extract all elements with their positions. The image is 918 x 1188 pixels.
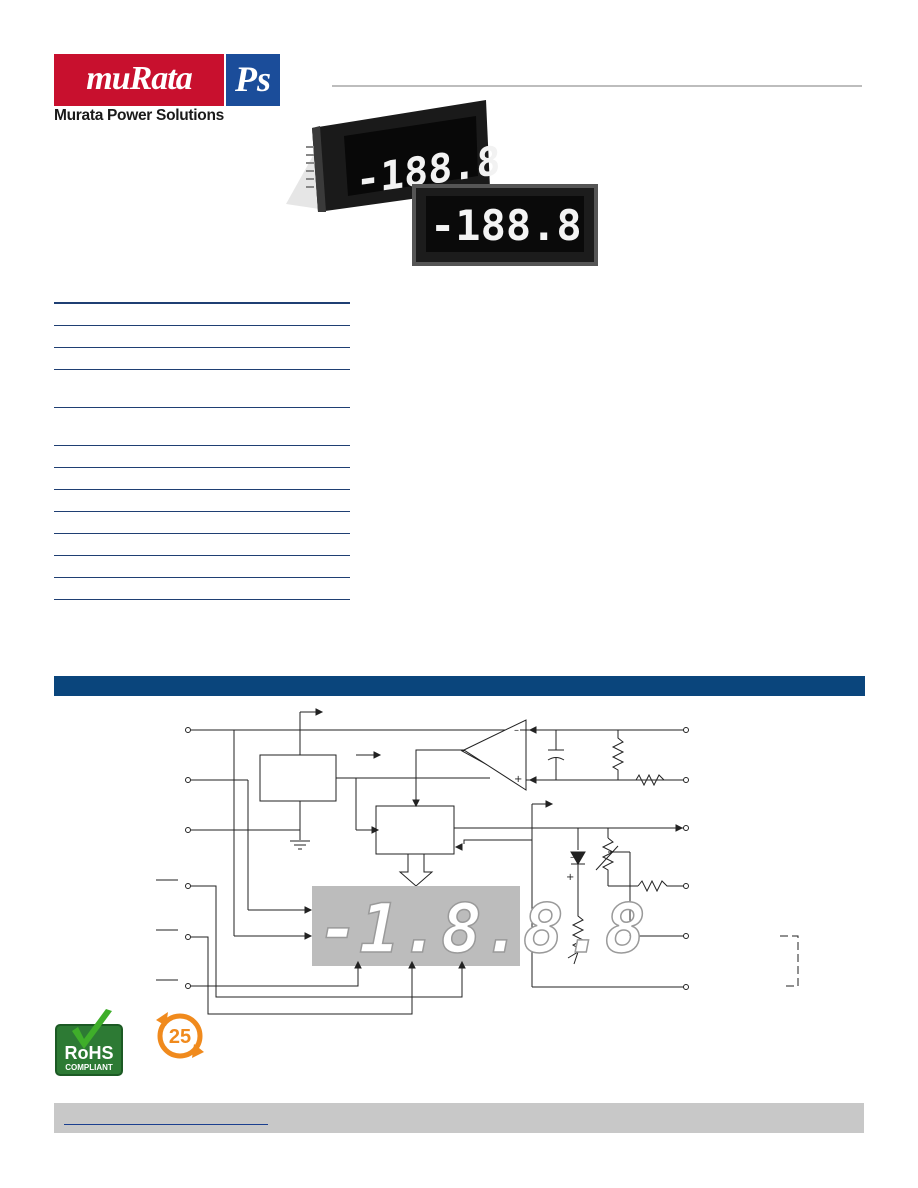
spec-row (54, 408, 350, 446)
zener-diode-icon (570, 828, 586, 910)
potentiometer-icon (595, 828, 689, 939)
svg-text:–: – (514, 725, 519, 736)
arrow-icon (315, 708, 324, 716)
period-number: 25 (169, 1026, 191, 1048)
logo-mark-text: Ps (235, 59, 271, 99)
spec-row (54, 348, 350, 370)
op-amp-icon (462, 719, 527, 791)
ps-logo-mark: Ps (226, 54, 280, 106)
section-header-bar (54, 676, 865, 696)
spec-row (54, 468, 350, 490)
cycle-arrow-icon (192, 1044, 204, 1058)
capacitor-icon (547, 730, 565, 780)
rohs-compliant-text: COMPLIANT (65, 1063, 113, 1072)
murata-logo: muRata (54, 54, 224, 106)
checkmark-icon (72, 1009, 112, 1049)
spec-table (54, 302, 350, 600)
resistor-icon (630, 773, 684, 787)
logo-text: muRata (86, 60, 192, 97)
functional-block-diagram: -1.8.8.8 – + – + (156, 708, 799, 1015)
spec-row (54, 534, 350, 556)
product-photo: -188.8 -188.8 (286, 100, 598, 266)
spec-row (54, 556, 350, 578)
led-display (312, 886, 520, 966)
spec-row (54, 326, 350, 348)
spec-row (54, 490, 350, 512)
svg-text:+: + (514, 774, 522, 785)
meter-front: -188.8 (412, 184, 598, 266)
spec-table-top-rule (54, 302, 350, 304)
footer-bar (54, 1103, 864, 1133)
svg-text:–: – (570, 852, 575, 863)
adc-block (375, 805, 455, 855)
svg-text:+: + (566, 872, 574, 883)
resistor-icon (567, 910, 585, 965)
cycle-arrow-icon (156, 1012, 168, 1026)
spec-row (54, 304, 350, 326)
resistor-icon (611, 730, 625, 780)
rohs-text: RoHS (65, 1043, 114, 1063)
resistor-icon (637, 879, 684, 893)
environment-period-badge: 25 (156, 1012, 204, 1059)
led-display-readout: -1.8.8.8 (318, 890, 646, 969)
rohs-compliant-badge: RoHS COMPLIANT (55, 1009, 123, 1076)
spec-row (54, 370, 350, 408)
regulator-block (259, 754, 337, 802)
ground-icon (290, 840, 310, 850)
left-terminals (156, 727, 191, 989)
spec-row (54, 446, 350, 468)
footer-link-underline[interactable] (64, 1124, 268, 1125)
spec-row (54, 578, 350, 600)
front-display-readout: -188.8 (430, 201, 582, 250)
header-divider (332, 85, 862, 87)
spec-row (54, 512, 350, 534)
company-name: Murata Power Solutions (54, 107, 224, 124)
